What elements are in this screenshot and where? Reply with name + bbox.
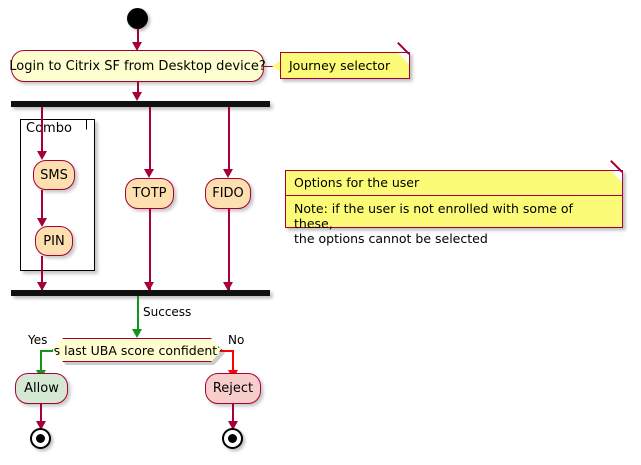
arrowhead-pin-to-join — [36, 282, 47, 291]
edge-fido-to-join — [227, 209, 230, 293]
edge-decision-yes-vertical — [40, 349, 42, 375]
arrowhead-fork-to-fido — [223, 169, 233, 178]
arrowhead-join-to-decision — [132, 329, 142, 338]
activity-reject[interactable]: Reject — [205, 373, 261, 404]
arrowhead-fork-to-totp — [144, 169, 154, 178]
arrowhead-login-to-fork — [132, 92, 142, 101]
edge-join-to-decision — [136, 296, 139, 331]
arrowhead-start-to-login — [132, 42, 142, 51]
edge-fork-to-totp — [148, 107, 151, 172]
end-node-allow — [30, 428, 51, 449]
arrowhead-fork-to-sms — [36, 151, 47, 160]
edge-fork-to-sms — [41, 107, 43, 154]
edge-label-yes: Yes — [28, 333, 48, 347]
activity-allow[interactable]: Allow — [15, 373, 68, 404]
legend-fold-corner-icon — [611, 171, 622, 182]
join-bar — [11, 290, 270, 296]
end-node-reject — [222, 428, 243, 449]
group-combo-label: Combo — [20, 119, 87, 138]
activity-login[interactable]: Login to Citrix SF from Desktop device? — [9, 50, 266, 82]
legend-body-line-1: Note: if the user is not enrolled with s… — [294, 201, 573, 231]
arrowhead-allow-to-end — [35, 421, 46, 430]
legend-title: Options for the user — [286, 171, 622, 196]
legend-options-for-user: Options for the user Note: if the user i… — [285, 160, 623, 246]
arrowhead-reject-to-end — [227, 421, 238, 430]
fork-bar — [11, 101, 270, 107]
edge-decision-yes-horizontal — [40, 349, 53, 352]
edge-allow-to-end — [40, 404, 42, 426]
edge-label-no: No — [228, 333, 245, 347]
arrowhead-sms-to-pin — [36, 218, 47, 227]
legend-body: Note: if the user is not enrolled with s… — [286, 196, 622, 252]
edge-label-success: Success — [143, 305, 192, 319]
edge-fork-to-fido — [227, 107, 230, 172]
arrowhead-totp-to-join — [144, 282, 154, 291]
activity-sms[interactable]: SMS — [33, 160, 75, 190]
arrowhead-fido-to-join — [223, 282, 233, 291]
activity-pin[interactable]: PIN — [35, 226, 73, 256]
legend-body-line-2: the options cannot be selected — [294, 231, 488, 246]
edge-sms-to-pin — [41, 190, 43, 221]
activity-fido[interactable]: FIDO — [205, 178, 251, 209]
edge-totp-to-join — [148, 209, 151, 293]
note-journey-selector: Journey selector — [280, 42, 410, 79]
edge-start-to-login — [136, 29, 139, 45]
decision-uba-score[interactable]: is last UBA score confident? — [52, 338, 222, 362]
edge-pin-to-join — [41, 256, 43, 293]
start-node — [127, 8, 148, 29]
note-journey-selector-text: Journey selector — [289, 58, 391, 73]
edge-reject-to-end — [232, 404, 234, 426]
edge-login-to-fork — [136, 82, 139, 96]
edge-decision-no-horizontal — [221, 349, 234, 352]
note-fold-corner-icon — [398, 53, 409, 64]
note-tail-journey — [272, 60, 281, 72]
edge-decision-no-vertical — [232, 349, 234, 375]
activity-totp[interactable]: TOTP — [125, 178, 174, 209]
